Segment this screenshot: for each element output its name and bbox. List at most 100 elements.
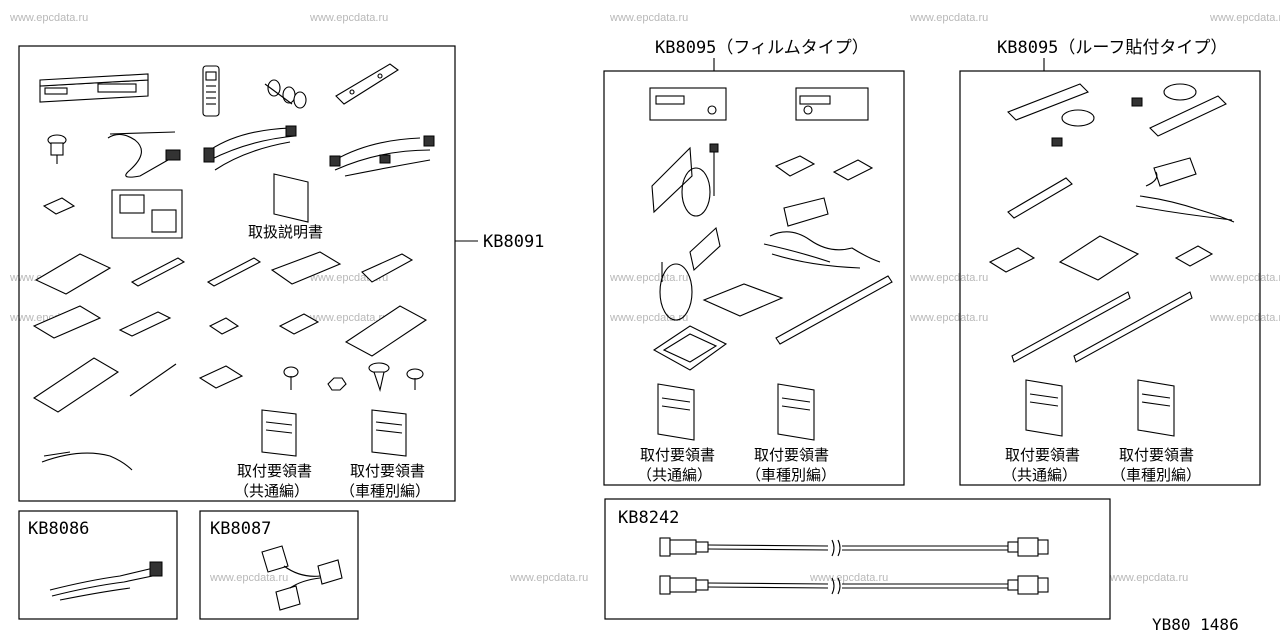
wipe-packet-part xyxy=(652,325,728,371)
kb8086-code: KB8086 xyxy=(28,519,89,539)
antenna-bracket-part xyxy=(795,87,869,121)
battery-part xyxy=(264,79,307,109)
watermark: www.epcdata.ru xyxy=(1209,12,1280,24)
install-common-label: 取付要領書 xyxy=(237,462,312,480)
figure-id: YB80 1486 xyxy=(1152,615,1239,634)
install-common-label: 取付要領書 xyxy=(640,446,715,464)
weatherstrip-part xyxy=(1011,291,1131,363)
clip-part xyxy=(368,362,390,393)
install-manual-common-part: 取付要領書 （共通編） xyxy=(637,383,715,484)
mounting-bracket-part xyxy=(335,63,399,105)
weatherstrip-part xyxy=(1073,291,1193,363)
watermark: www.epcdata.ru xyxy=(809,572,888,584)
connector-block-part xyxy=(774,155,874,181)
kit-kb8242-frame xyxy=(604,498,1111,620)
install-model-sublabel: （車種別編） xyxy=(340,482,430,500)
screw-part xyxy=(406,368,424,390)
coax-cable-part xyxy=(659,575,1049,595)
screen-frame-part xyxy=(111,189,183,239)
kb8087-code: KB8087 xyxy=(210,519,271,539)
kit-kb8086: KB8086 xyxy=(18,510,178,620)
adapter-harness-part xyxy=(261,545,343,611)
sheet-part xyxy=(32,305,102,339)
watermark: www.epcdata.ru xyxy=(509,572,588,584)
amplifier-harness-part xyxy=(1135,157,1235,223)
strip-part xyxy=(206,257,262,287)
remote-control-part xyxy=(202,65,220,117)
kit-kb8087: KB8087 xyxy=(199,510,359,620)
watermark: www.epcdata.ru xyxy=(1209,272,1280,284)
kit-kb8091-frame xyxy=(18,45,456,502)
av-harness-part xyxy=(49,565,163,601)
mount-rail-part xyxy=(1007,177,1073,219)
strip-part xyxy=(130,257,186,287)
watermark: www.epcdata.ru xyxy=(909,312,988,324)
kit-kb8095-film-frame xyxy=(603,70,905,486)
watermark: www.epcdata.ru xyxy=(209,572,288,584)
sheet-part xyxy=(32,357,120,413)
kit-kb8095-film: KB8095（フィルムタイプ） xyxy=(603,38,905,486)
cable-tie-part xyxy=(129,363,177,397)
block-part xyxy=(361,253,414,283)
power-harness-part xyxy=(203,125,297,171)
film-antenna-part xyxy=(659,226,721,321)
pad-part xyxy=(208,317,240,335)
watermark: www.epcdata.ru xyxy=(609,12,688,24)
install-model-label: 取付要領書 xyxy=(350,462,425,480)
av-cable-part xyxy=(41,451,133,471)
weatherstrip-part xyxy=(775,275,893,345)
screw-part xyxy=(283,366,299,390)
cushion-part xyxy=(270,251,342,285)
install-common-label: 取付要領書 xyxy=(1005,446,1080,464)
install-manual-model-part: 取付要領書 （車種別編） xyxy=(1111,379,1201,484)
install-manual-common-part: 取付要領書 （共通編） xyxy=(1002,379,1080,484)
manual-label: 取扱説明書 xyxy=(248,223,323,241)
coax-cable-part xyxy=(659,537,1049,557)
install-model-label: 取付要領書 xyxy=(1119,446,1194,464)
film-antenna-part xyxy=(651,143,719,217)
kit-kb8095-roof-frame xyxy=(959,70,1261,486)
install-model-label: 取付要領書 xyxy=(754,446,829,464)
watermark-layer: www.epcdata.ru www.epcdata.ru www.epcdat… xyxy=(9,12,1280,584)
kb8095-roof-code: KB8095（ルーフ貼付タイプ） xyxy=(997,38,1227,58)
cleaning-sheet-part xyxy=(1058,235,1140,281)
sheet-part xyxy=(34,253,112,295)
amplifier-harness-part xyxy=(763,197,881,269)
connector-block-part xyxy=(988,247,1036,273)
kit-kb8086-frame xyxy=(18,510,178,620)
pad-part xyxy=(198,365,244,389)
kit-kb8091: KB8091 xyxy=(18,45,544,502)
strip-part xyxy=(118,311,172,337)
watermark: www.epcdata.ru xyxy=(1109,572,1188,584)
roof-antenna-part xyxy=(1131,83,1227,137)
kb8091-code: KB8091 xyxy=(483,232,544,252)
install-manual-common-part: 取付要領書 （共通編） xyxy=(234,409,312,500)
pad-part xyxy=(42,197,76,215)
watermark: www.epcdata.ru xyxy=(9,12,88,24)
install-model-sublabel: （車種別編） xyxy=(746,466,836,484)
gps-antenna-part xyxy=(107,131,181,178)
nut-part xyxy=(327,377,347,391)
kit-kb8242: KB8242 xyxy=(604,498,1111,620)
kb8095-film-code: KB8095（フィルムタイプ） xyxy=(655,38,869,58)
watermark: www.epcdata.ru xyxy=(609,272,688,284)
watermark: www.epcdata.ru xyxy=(909,272,988,284)
watermark: www.epcdata.ru xyxy=(909,12,988,24)
watermark: www.epcdata.ru xyxy=(309,12,388,24)
install-common-sublabel: （共通編） xyxy=(637,466,712,484)
connector-part xyxy=(149,561,163,577)
install-common-sublabel: （共通編） xyxy=(234,482,309,500)
install-manual-model-part: 取付要領書 （車種別編） xyxy=(746,383,836,484)
watermark: www.epcdata.ru xyxy=(609,312,688,324)
watermark: www.epcdata.ru xyxy=(309,312,388,324)
antenna-bracket-part xyxy=(649,87,727,121)
connector-block-part xyxy=(1174,245,1214,267)
install-model-sublabel: （車種別編） xyxy=(1111,466,1201,484)
roof-antenna-part xyxy=(1007,83,1095,147)
wiring-harness-part xyxy=(329,135,435,177)
install-common-sublabel: （共通編） xyxy=(1002,466,1077,484)
cleaning-sheet-part xyxy=(702,283,784,317)
install-manual-model-part: 取付要領書 （車種別編） xyxy=(340,409,430,500)
kb8242-code: KB8242 xyxy=(618,508,679,528)
